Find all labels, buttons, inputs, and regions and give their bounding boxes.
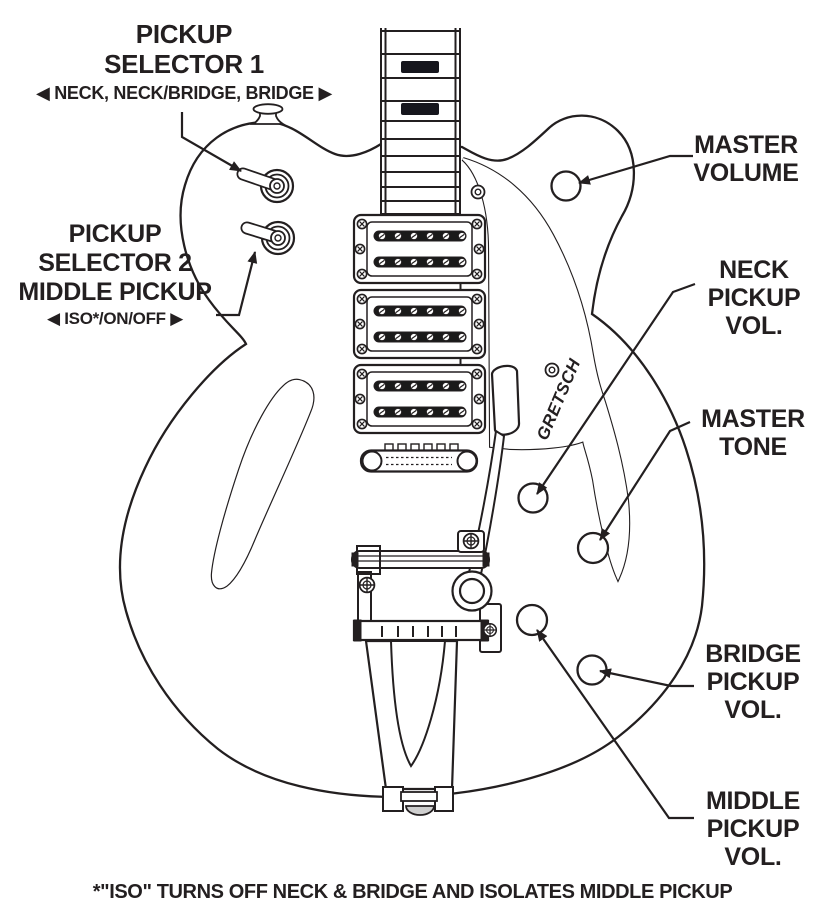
fret-inlay — [401, 103, 439, 115]
pickup-selector-switch-2 — [240, 220, 296, 256]
label-line: PICKUP — [706, 668, 800, 696]
fret-inlay — [401, 61, 439, 73]
leader-neck-volume — [536, 282, 696, 495]
middle-pickup-volume-knob — [515, 603, 549, 637]
label-line: MIDDLE PICKUP — [18, 278, 212, 306]
iso-footnote: *"ISO" TURNS OFF NECK & BRIDGE AND ISOLA… — [92, 881, 733, 903]
pickguard: GRETSCH — [461, 157, 631, 583]
neck-pickup-volume-knob — [517, 482, 549, 514]
leader-master-tone — [599, 420, 691, 541]
neck-pickup — [354, 215, 485, 283]
master-tone-knob — [576, 531, 610, 565]
leader-bridge-volume — [599, 668, 694, 688]
leader-selector-1 — [180, 112, 242, 172]
label-master-volume: MASTER VOLUME — [676, 131, 816, 187]
label-neck-pickup-vol: NECK PICKUP VOL. — [689, 256, 819, 340]
label-line: PICKUP — [706, 815, 800, 843]
label-master-tone: MASTER TONE — [683, 405, 823, 461]
label-line: TONE — [719, 433, 787, 461]
label-line: VOL. — [725, 312, 783, 340]
bridge-pickup-volume-knob — [576, 654, 608, 686]
middle-pickup — [354, 290, 485, 358]
selector-1-options: ◀ NECK, NECK/BRIDGE, BRIDGE ▶ — [35, 83, 332, 103]
label-line: PICKUP — [68, 220, 162, 248]
label-line: SELECTOR 2 — [38, 249, 192, 277]
soundhole — [210, 378, 315, 590]
label-line: VOLUME — [693, 159, 799, 187]
label-line: MASTER — [694, 131, 798, 159]
bigsby-tailpiece — [351, 364, 521, 816]
label-line: VOL. — [724, 843, 782, 871]
label-line: MIDDLE — [705, 787, 801, 815]
leader-selector-2 — [216, 251, 258, 317]
label-line: SELECTOR 1 — [104, 49, 264, 79]
label-line: BRIDGE — [705, 640, 801, 668]
leader-middle-volume — [536, 629, 694, 820]
label-line: MASTER — [701, 405, 805, 433]
label-line: PICKUP — [135, 19, 233, 49]
label-line: PICKUP — [707, 284, 801, 312]
label-bridge-pickup-vol: BRIDGE PICKUP VOL. — [688, 640, 818, 724]
label-pickup-selector-2: PICKUP SELECTOR 2 MIDDLE PICKUP ◀ ISO*/O… — [0, 220, 230, 330]
strap-button — [249, 103, 287, 125]
bridge-pickup — [354, 365, 485, 433]
neck — [380, 28, 461, 217]
selector-2-options: ◀ ISO*/ON/OFF ▶ — [47, 309, 183, 328]
end-pin — [405, 805, 435, 816]
label-line: VOL. — [724, 696, 782, 724]
label-line: NECK — [719, 256, 789, 284]
bridge — [359, 443, 479, 473]
label-pickup-selector-1: PICKUP SELECTOR 1 ◀ NECK, NECK/BRIDGE, B… — [3, 19, 365, 104]
pickguard-screw — [470, 184, 560, 378]
pickup-selector-switch-1 — [236, 167, 295, 204]
label-middle-pickup-vol: MIDDLE PICKUP VOL. — [688, 787, 818, 871]
leader-master-volume — [578, 154, 693, 185]
master-volume-knob — [550, 170, 582, 202]
leader-lines — [180, 112, 696, 820]
